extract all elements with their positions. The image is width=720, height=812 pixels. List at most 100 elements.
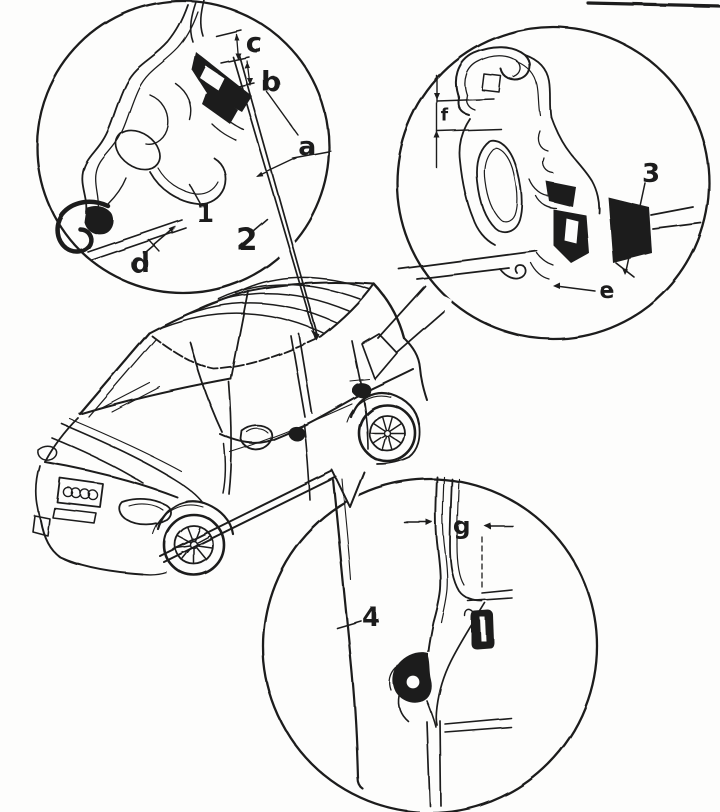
pointer-wedge <box>331 469 365 508</box>
part-1-leader <box>189 184 201 204</box>
callout-circle-top-right <box>395 25 711 341</box>
door-outer-skin <box>331 477 365 791</box>
bumper-left-edge <box>35 465 42 522</box>
fog-slot <box>32 515 51 537</box>
far-a-pillar <box>230 290 249 380</box>
label-dim-g: g <box>453 512 470 540</box>
dim-f-assembly <box>434 75 502 169</box>
grille <box>56 477 104 508</box>
dim-e-leader <box>555 285 596 292</box>
callout-top-right-content: f 3 e <box>377 46 702 353</box>
roof-rear-edge <box>320 283 375 338</box>
seal-body-right <box>550 116 601 214</box>
seal-bulb-inner <box>483 147 519 223</box>
beltline <box>219 368 414 444</box>
seal-body-left <box>458 118 496 246</box>
front-rim <box>174 525 214 565</box>
label-part-4: 4 <box>362 603 380 633</box>
rocker-top <box>159 470 333 557</box>
label-dim-c: c <box>246 26 263 59</box>
seal-flange <box>87 219 187 261</box>
headlight-inner <box>128 503 164 511</box>
window-glass-strip <box>232 54 319 340</box>
door-inner-panel <box>427 476 442 652</box>
pillar-panel-lines <box>650 206 702 230</box>
sill-lines <box>398 250 538 280</box>
rear-door-shutline <box>362 394 369 450</box>
rocker-bottom <box>163 476 337 563</box>
label-dim-b: b <box>261 65 281 98</box>
lower-channel <box>426 720 442 807</box>
bottom-hook <box>499 264 527 280</box>
arc-gap <box>272 236 304 268</box>
callout-leaders <box>377 285 445 353</box>
callout-circle-bottom <box>261 477 599 812</box>
a-pillar-inner <box>88 338 157 418</box>
car-illustration <box>32 276 428 577</box>
label-dim-a: a <box>298 132 316 162</box>
front-wheel <box>152 500 235 577</box>
mirror-inner <box>246 428 269 434</box>
rear-wheel <box>346 391 421 463</box>
part-3-leader <box>625 182 646 272</box>
seal-lip-outer <box>149 157 227 205</box>
seal-lip-inner <box>157 167 219 195</box>
hood-crease-3 <box>69 418 182 472</box>
front-window-front-edge <box>189 341 223 433</box>
latch-section <box>546 181 576 207</box>
rear-window-edge <box>351 340 363 391</box>
hood-front-edge <box>44 461 178 498</box>
arc-gap <box>402 278 452 322</box>
hatch-edge <box>403 337 428 401</box>
label-part-2: 2 <box>237 223 258 258</box>
bumper-bottom <box>40 520 143 575</box>
callout-top-left-content: c b a 1 2 d <box>54 0 332 341</box>
a-pillar <box>78 331 151 416</box>
front-tire <box>162 513 226 577</box>
d-pillar <box>372 282 406 340</box>
callout-circle-top-left <box>35 0 331 295</box>
label-part-3: 3 <box>642 159 660 189</box>
left-headlight <box>37 445 58 461</box>
front-arch-lip <box>152 504 204 535</box>
bumper-lip <box>57 555 83 566</box>
arc-gap <box>328 464 370 512</box>
label-dim-d: d <box>130 246 150 279</box>
headlight <box>118 498 172 526</box>
side-mirror <box>240 424 273 451</box>
part-2-leader <box>252 218 268 232</box>
front-door-shutline <box>303 423 311 501</box>
fender-top <box>44 417 79 463</box>
rear-door-handle <box>352 382 371 398</box>
sill-structure <box>449 478 483 602</box>
front-door-handle <box>288 426 305 442</box>
hem-cavity <box>406 675 420 689</box>
glass-strip-tip <box>311 330 320 341</box>
hood-crease-1 <box>61 423 204 504</box>
seal-inner-wall <box>94 11 199 211</box>
rear-arch-lip <box>346 395 392 423</box>
dim-d-leader <box>145 227 175 253</box>
bumper-slot <box>52 507 97 524</box>
handle-trim <box>349 378 370 382</box>
wipers <box>99 382 161 413</box>
label-part-1: 1 <box>196 199 214 229</box>
retainer-block <box>481 73 502 93</box>
callout-bottom-content: g 4 <box>331 469 514 807</box>
roof-far-rail <box>247 281 375 292</box>
pillar-section <box>608 197 652 263</box>
label-dim-e: e <box>600 279 615 304</box>
quarter-window <box>361 333 398 380</box>
seal-cavity <box>115 129 161 171</box>
page-edge-mark <box>586 1 720 8</box>
roof-ribs <box>162 276 370 335</box>
b-pillar <box>290 333 313 418</box>
sill-inner-curve <box>435 602 486 726</box>
fender-door-edge <box>222 443 227 494</box>
hood-crease-2 <box>51 437 144 484</box>
front-under-edge <box>141 571 167 576</box>
sill-flange-lines <box>444 717 512 733</box>
cowl-line <box>81 378 232 415</box>
